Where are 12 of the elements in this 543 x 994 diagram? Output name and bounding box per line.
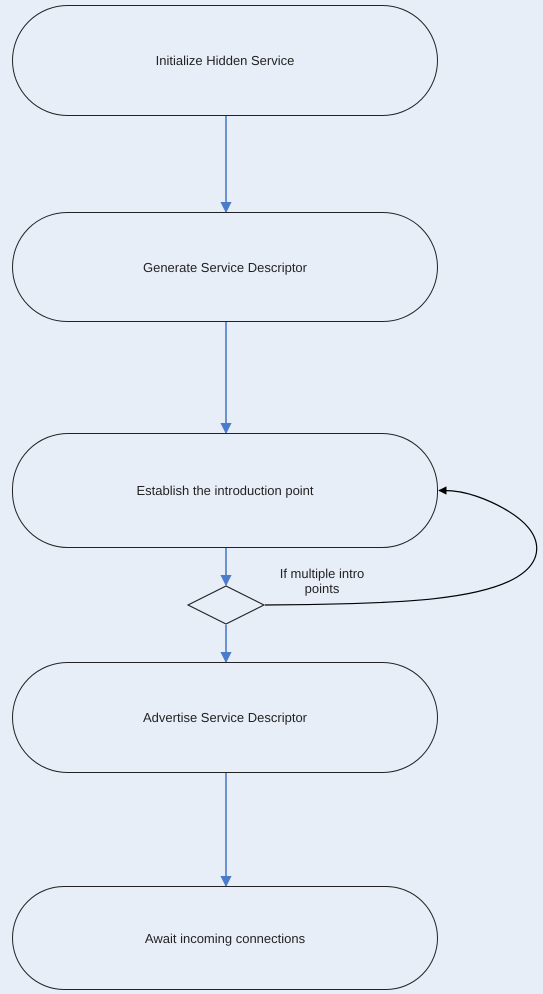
node-text: Await incoming connections (144, 930, 306, 946)
node-text: Generate Service Descriptor (142, 260, 307, 274)
arrow (220, 322, 232, 434)
node-text: Establish the introduction point (136, 483, 314, 498)
arrow (220, 116, 232, 214)
node-text: Initialize Hidden Service (156, 53, 294, 68)
arrow (220, 773, 232, 888)
arrow (220, 625, 232, 664)
decision-diamond (187, 585, 265, 625)
arrow (220, 548, 232, 586)
node-text: Advertise Service Descriptor (143, 710, 307, 725)
arrow (265, 486, 538, 606)
